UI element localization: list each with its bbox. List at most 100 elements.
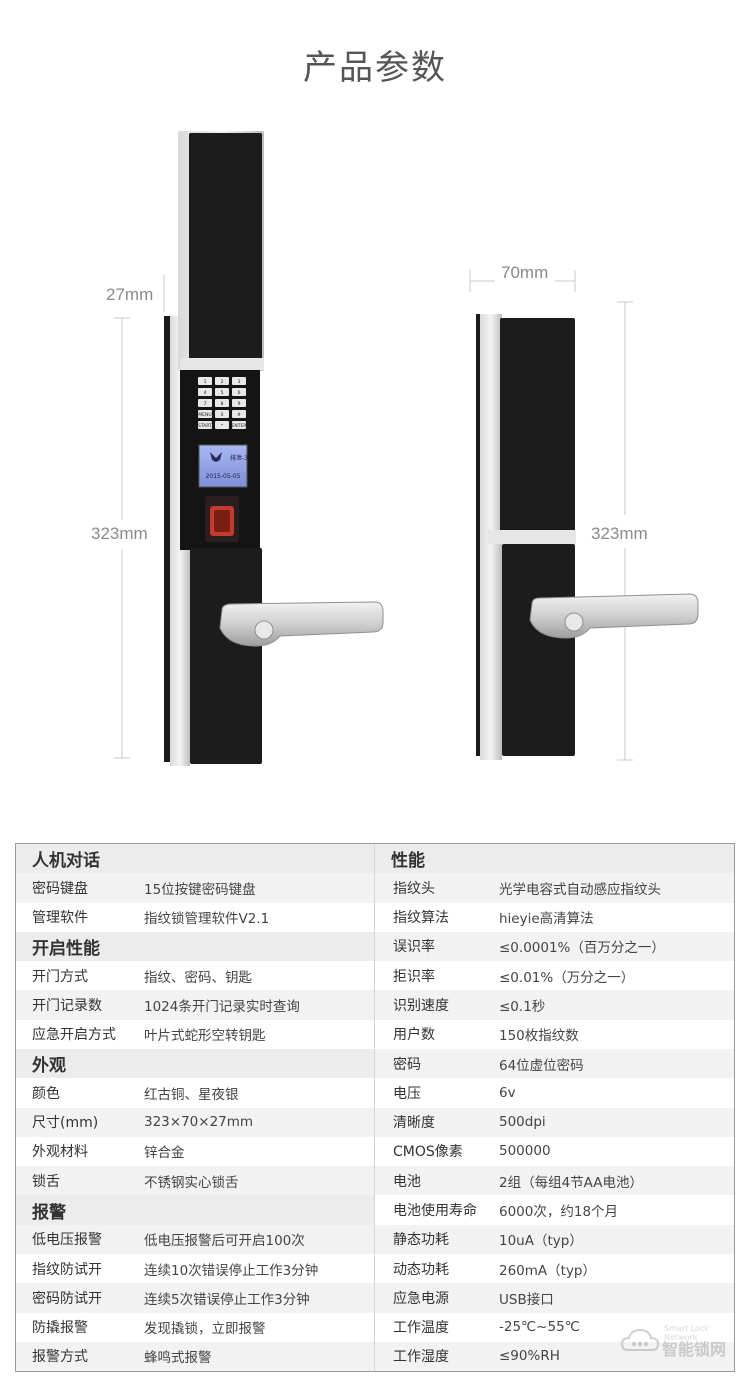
dim-width-label: 70mm — [501, 263, 549, 282]
spec-row: 电池 2组（每组4节AA电池） — [375, 1166, 734, 1196]
spec-key: 报警方式 — [32, 1349, 88, 1366]
spec-value: ≤0.01%（万分之一） — [499, 969, 635, 986]
spec-key: 清晰度 — [393, 1115, 435, 1132]
keypad-key: 6 — [238, 390, 241, 396]
spec-value: USB接口 — [499, 1291, 554, 1308]
spec-key: 锁舌 — [32, 1173, 60, 1190]
dim-height-right-label: 323mm — [591, 524, 648, 543]
spec-value: 连续10次错误停止工作3分钟 — [144, 1262, 319, 1279]
page-title: 产品参数 — [303, 48, 447, 88]
spec-value: 红古铜、星夜银 — [144, 1086, 239, 1103]
spec-row: 用户数 150枚指纹数 — [375, 1019, 734, 1049]
spec-value: ≤90%RH — [499, 1348, 560, 1365]
spec-key: 应急开启方式 — [32, 1027, 116, 1044]
spec-row: 报警方式 蜂鸣式报警 — [16, 1341, 374, 1372]
spec-value: 光学电容式自动感应指纹头 — [499, 881, 661, 898]
screen-line-1: 排泄-31 — [230, 454, 252, 462]
spec-section-header: 外观 — [16, 1048, 374, 1079]
spec-key: 指纹头 — [393, 880, 435, 897]
watermark-text: 智能锁网 — [662, 1340, 727, 1359]
spec-key: 密码键盘 — [32, 880, 88, 897]
spec-value: 6v — [499, 1084, 516, 1101]
spec-section-header: 开启性能 — [16, 931, 374, 962]
keypad-key: MENU — [198, 412, 211, 418]
spec-section-header: 性能 — [375, 844, 734, 874]
spec-value: 500dpi — [499, 1114, 546, 1131]
spec-key: 密码防试开 — [32, 1290, 102, 1307]
spec-value: -25℃~55℃ — [499, 1319, 580, 1336]
cloud-logo-icon — [620, 1328, 660, 1351]
spec-key: 识别速度 — [393, 998, 449, 1015]
spec-value: 发现撬锁，立即报警 — [144, 1321, 266, 1338]
spec-value: 323×70×27mm — [144, 1114, 254, 1131]
spec-row: 误识率 ≤0.0001%（百万分之一） — [375, 931, 734, 962]
spec-row: 工作湿度 ≤90%RH — [375, 1341, 734, 1372]
spec-key: 拒识率 — [393, 968, 435, 985]
spec-value: 150枚指纹数 — [499, 1028, 579, 1045]
spec-row: 密码键盘 15位按键密码键盘 — [16, 873, 374, 903]
spec-row: 电压 6v — [375, 1078, 734, 1108]
spec-row: 密码 64位虚位密码 — [375, 1048, 734, 1079]
spec-row: 密码防试开连续5次错误停止工作3分钟 — [16, 1283, 374, 1313]
spec-row: 颜色红古铜、星夜银 — [16, 1078, 374, 1108]
spec-row: 管理软件 指纹锁管理软件V2.1 — [16, 902, 374, 932]
spec-value: ≤0.0001%（百万分之一） — [499, 940, 665, 957]
spec-value: 指纹、密码、钥匙 — [144, 969, 252, 986]
keypad-key: 0 — [221, 412, 224, 418]
watermark: Smart Lock Network 智能锁网 — [620, 1322, 730, 1362]
screen-line-2: 2015-05-05 — [206, 473, 241, 480]
dim-height-left-label: 323mm — [91, 524, 148, 543]
spec-key: 电压 — [393, 1085, 421, 1102]
keypad-key: START — [198, 423, 212, 429]
spec-value: 2组（每组4节AA电池） — [499, 1174, 644, 1191]
spec-key: 外观材料 — [32, 1144, 88, 1161]
spec-key: 工作湿度 — [393, 1349, 449, 1366]
spec-value: 500000 — [499, 1143, 551, 1160]
dim-thickness-label: 27mm — [106, 285, 154, 304]
spec-row: 指纹防试开 连续10次错误停止工作3分钟 — [16, 1253, 374, 1284]
spec-table: 人机对话密码键盘 15位按键密码键盘管理软件 指纹锁管理软件V2.1 开启性能开门方式… — [15, 843, 735, 1372]
keypad-key: * — [221, 423, 224, 429]
spec-value: 指纹锁管理软件V2.1 — [144, 911, 270, 928]
spec-row: 锁舌不锈钢实心锁舌 — [16, 1166, 374, 1196]
spec-key: 工作温度 — [393, 1320, 449, 1337]
spec-key: 电池 — [393, 1173, 421, 1190]
spec-key: 电池使用寿命 — [393, 1203, 477, 1220]
spec-value: 15位按键密码键盘 — [144, 881, 256, 898]
spec-key: 管理软件 — [32, 910, 88, 927]
keypad-key: ENTER — [232, 423, 247, 429]
spec-key: 低电压报警 — [32, 1232, 102, 1249]
spec-row: 电池使用寿命 6000次，约18个月 — [375, 1195, 734, 1225]
spec-value: 260mA（typ） — [499, 1262, 597, 1279]
spec-section-header: 人机对话 — [16, 844, 374, 874]
spec-value: 64位虚位密码 — [499, 1057, 584, 1074]
spec-value: 6000次，约18个月 — [499, 1204, 619, 1221]
spec-value: 锌合金 — [144, 1145, 185, 1162]
spec-key: 开门方式 — [32, 968, 88, 985]
spec-key: 指纹防试开 — [32, 1261, 102, 1278]
spec-row: 尺寸(mm)323×70×27mm — [16, 1107, 374, 1137]
spec-row: 防撬报警 发现撬锁，立即报警 — [16, 1312, 374, 1342]
keypad-key: 4 — [204, 390, 207, 396]
spec-key: 用户数 — [393, 1027, 435, 1044]
spec-row: 识别速度 ≤0.1秒 — [375, 990, 734, 1020]
spec-key: 误识率 — [393, 939, 435, 956]
spec-row: 清晰度 500dpi — [375, 1107, 734, 1137]
spec-value: 低电压报警后可开启100次 — [144, 1233, 305, 1250]
spec-value: 10uA（typ） — [499, 1233, 583, 1250]
spec-key: 防撬报警 — [32, 1320, 88, 1337]
spec-value: ≤0.1秒 — [499, 999, 546, 1016]
spec-value: 叶片式蛇形空转钥匙 — [144, 1028, 266, 1045]
spec-key: 密码 — [393, 1056, 421, 1073]
spec-row: 工作温度 -25℃~55℃ — [375, 1312, 734, 1342]
spec-column-left: 人机对话密码键盘 15位按键密码键盘管理软件 指纹锁管理软件V2.1 开启性能开门方式… — [16, 844, 375, 1372]
spec-row: 指纹头 光学电容式自动感应指纹头 — [375, 873, 734, 903]
spec-value: 蜂鸣式报警 — [144, 1350, 212, 1367]
watermark-small-text: Smart Lock Network — [664, 1324, 709, 1342]
